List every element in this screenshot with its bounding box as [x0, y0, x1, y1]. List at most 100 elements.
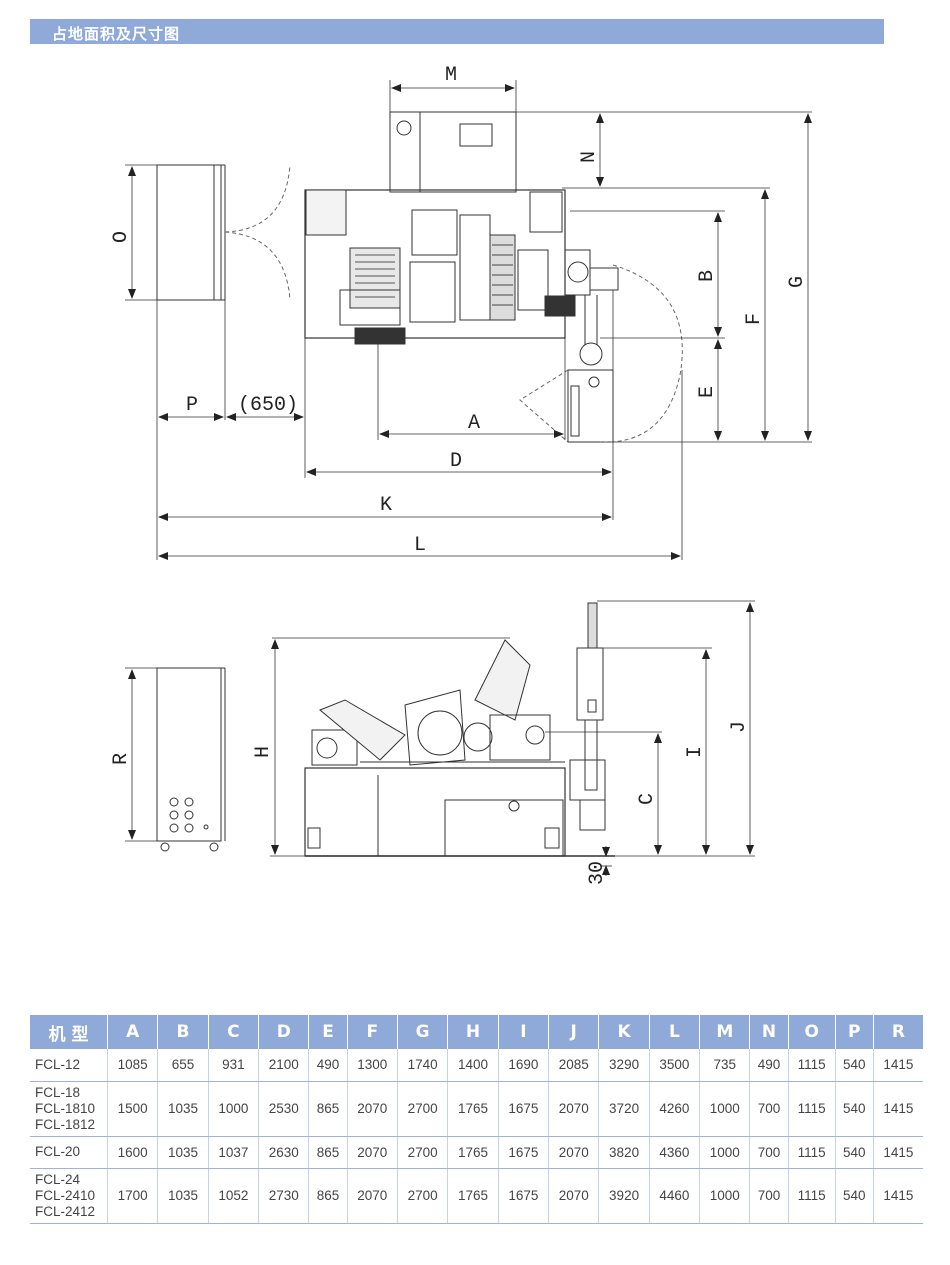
- footprint-drawing: M N O B E F G P (650) A D K L: [110, 64, 812, 885]
- dim-label-l: L: [414, 534, 426, 557]
- table-cell-value: 1115: [787, 1168, 836, 1224]
- table-header-o: O: [787, 1015, 836, 1049]
- table-cell-value: 865: [308, 1136, 348, 1169]
- dim-label-o: O: [110, 231, 133, 243]
- table-cell-value: 1000: [699, 1136, 750, 1169]
- table-cell-value: 3820: [598, 1136, 650, 1169]
- dim-label-j: J: [728, 721, 751, 733]
- table-header-e: E: [308, 1015, 348, 1049]
- table-cell-value: 1700: [106, 1168, 158, 1224]
- table-cell-value: 2730: [258, 1168, 309, 1224]
- table-cell-value: 3920: [598, 1168, 650, 1224]
- table-header-c: C: [207, 1015, 259, 1049]
- dim-label-n: N: [578, 151, 601, 163]
- control-tower: [576, 647, 604, 721]
- table-header-i: I: [497, 1015, 549, 1049]
- table-cell-value: 865: [308, 1168, 348, 1224]
- table-cell-value: 1675: [497, 1168, 549, 1224]
- table-cell-value: 1415: [872, 1081, 923, 1137]
- table-cell-value: 2700: [396, 1168, 448, 1224]
- section-title: 占地面积及尺寸图: [52, 25, 181, 43]
- table-cell-model: FCL-20: [30, 1136, 108, 1169]
- table-cell-value: 1765: [447, 1168, 499, 1224]
- table-header-j: J: [548, 1015, 599, 1049]
- table-cell-value: 2070: [346, 1136, 398, 1169]
- table-header-f: F: [346, 1015, 398, 1049]
- table-cell-value: 3290: [598, 1049, 650, 1082]
- table-cell-value: 1740: [396, 1049, 448, 1082]
- machine-base-front: [304, 767, 566, 857]
- table-cell-value: 1690: [497, 1049, 549, 1082]
- table-cell-value: 1115: [787, 1049, 836, 1082]
- table-cell-value: 1035: [157, 1168, 209, 1224]
- table-cell-value: 540: [834, 1168, 874, 1224]
- table-cell-model: FCL-24 FCL-2410 FCL-2412: [30, 1168, 108, 1224]
- table-cell-value: 2100: [258, 1049, 309, 1082]
- dim-label-i: I: [684, 746, 707, 758]
- table-cell-value: 1675: [497, 1136, 549, 1169]
- top-view: [156, 111, 683, 443]
- table-cell-value: 2070: [548, 1136, 599, 1169]
- table-cell-value: 2530: [258, 1081, 309, 1137]
- table-cell-value: 2700: [396, 1136, 448, 1169]
- table-header-n: N: [749, 1015, 789, 1049]
- dim-label-b: B: [696, 270, 719, 282]
- dim-label-e: E: [696, 386, 719, 398]
- section-title-bar: 占地面积及尺寸图: [30, 19, 884, 44]
- table-cell-model: FCL-12: [30, 1049, 108, 1082]
- dim-label-d: D: [450, 450, 462, 473]
- dim-label-30: 30: [586, 861, 609, 885]
- table-cell-value: 700: [749, 1136, 789, 1169]
- table-cell-value: 1300: [346, 1049, 398, 1082]
- table-cell-value: 1035: [157, 1136, 209, 1169]
- dim-label-m: M: [445, 64, 457, 87]
- table-cell-value: 1500: [106, 1081, 158, 1137]
- table-cell-value: 1052: [207, 1168, 259, 1224]
- table-header-model: 机 型: [30, 1015, 108, 1049]
- table-cell-value: 700: [749, 1168, 789, 1224]
- dim-label-p: P: [186, 394, 198, 417]
- table-cell-value: 2085: [548, 1049, 599, 1082]
- table-cell-value: 735: [699, 1049, 750, 1082]
- dim-label-h: H: [252, 746, 275, 758]
- cabinet-front-outline: [156, 667, 222, 842]
- table-cell-value: 2700: [396, 1081, 448, 1137]
- table-cell-value: 4460: [648, 1168, 700, 1224]
- table-cell-value: 1115: [787, 1136, 836, 1169]
- table-cell-value: 1115: [787, 1081, 836, 1137]
- table-header-m: M: [699, 1015, 750, 1049]
- table-cell-value: 2630: [258, 1136, 309, 1169]
- table-header-a: A: [106, 1015, 158, 1049]
- table-header-k: K: [598, 1015, 650, 1049]
- dim-label-r: R: [110, 753, 133, 765]
- operation-panel: [567, 369, 614, 443]
- table-cell-value: 3500: [648, 1049, 700, 1082]
- table-cell-value: 2070: [548, 1081, 599, 1137]
- table-cell-value: 1000: [699, 1168, 750, 1224]
- table-cell-value: 2070: [346, 1081, 398, 1137]
- table-cell-value: 540: [834, 1049, 874, 1082]
- cabinet-top-outline: [156, 164, 222, 301]
- table-header-l: L: [648, 1015, 700, 1049]
- table-cell-value: 1035: [157, 1081, 209, 1137]
- table-cell-value: 490: [308, 1049, 348, 1082]
- table-cell-value: 540: [834, 1136, 874, 1169]
- table-cell-value: 1085: [106, 1049, 158, 1082]
- table-header-h: H: [447, 1015, 499, 1049]
- table-header-p: P: [834, 1015, 874, 1049]
- table-cell-value: 4360: [648, 1136, 700, 1169]
- table-cell-value: 2070: [548, 1168, 599, 1224]
- table-cell-value: 931: [207, 1049, 259, 1082]
- dim-label-f: F: [743, 313, 766, 325]
- table-header-g: G: [396, 1015, 448, 1049]
- table-cell-value: 1000: [207, 1081, 259, 1137]
- dim-label-c: C: [636, 793, 659, 805]
- table-cell-value: 700: [749, 1081, 789, 1137]
- table-cell-value: 490: [749, 1049, 789, 1082]
- table-cell-value: 1765: [447, 1081, 499, 1137]
